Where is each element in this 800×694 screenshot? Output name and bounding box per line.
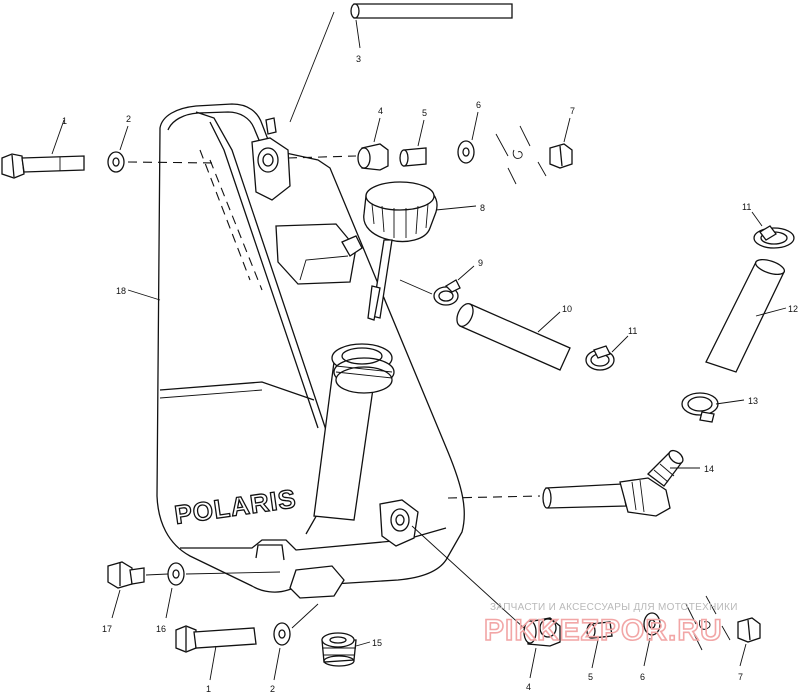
hose-clamp-9: 9 <box>399 258 483 306</box>
grommet-15: 15 <box>321 632 382 667</box>
callout-5-top: 5 <box>422 108 427 118</box>
callout-4-top: 4 <box>378 106 383 116</box>
callout-7-bottom: 7 <box>738 672 743 682</box>
bolt-bottom: 1 <box>175 625 257 694</box>
drain-plug: 17 <box>102 561 145 634</box>
cotter-pin-top <box>495 125 547 185</box>
callout-11-right: 11 <box>742 202 751 212</box>
hose-clamp-13: 13 <box>681 392 758 423</box>
oil-tank <box>156 103 465 599</box>
filler-neck <box>313 343 395 521</box>
watermark-tagline: ЗАПЧАСТИ И АКСЕССУАРЫ ДЛЯ МОТОТЕХНИКИ <box>490 602 738 613</box>
callout-4-bottom: 4 <box>526 682 531 692</box>
washer-bottom-left: 2 <box>270 603 319 694</box>
callout-6-top: 6 <box>476 100 481 110</box>
vent-hose-top: 3 <box>289 3 513 123</box>
bolt-top: 1 <box>1 116 85 179</box>
hose-clamp-11-right: 11 <box>742 202 795 249</box>
nut-top: 7 <box>549 106 575 169</box>
callout-1-bottom: 1 <box>206 684 211 694</box>
callout-13: 13 <box>748 396 758 406</box>
washer-top-left: 2 <box>107 114 219 173</box>
callout-12: 12 <box>788 304 798 314</box>
callout-17: 17 <box>102 624 112 634</box>
callout-10: 10 <box>562 304 572 314</box>
washer-bottom-right: 6 <box>640 612 661 682</box>
callout-11-mid: 11 <box>628 326 637 336</box>
callout-9: 9 <box>478 258 483 268</box>
callout-15: 15 <box>372 638 382 648</box>
callout-14: 14 <box>704 464 714 474</box>
watermark-logo: PIKKEZPOR.RU <box>484 614 723 647</box>
sleeve-top: 5 <box>399 108 427 167</box>
hose-12: 12 <box>705 258 798 373</box>
callout-7-top: 7 <box>570 106 575 116</box>
callout-8: 8 <box>480 203 485 213</box>
grommet-top: 4 <box>357 106 389 171</box>
callout-16: 16 <box>156 624 166 634</box>
callout-1-top: 1 <box>62 116 67 126</box>
callout-2-bottom: 2 <box>270 684 275 694</box>
callout-5-bottom: 5 <box>588 672 593 682</box>
washer-top-right: 6 <box>457 100 481 164</box>
hose-clamp-11-mid: 11 <box>585 326 637 371</box>
elbow-fitting-14: 14 <box>447 449 714 517</box>
nut-bottom: 7 <box>737 617 761 682</box>
filler-cap-dipstick: 8 <box>363 181 485 321</box>
callout-6-bottom: 6 <box>640 672 645 682</box>
callout-2-top: 2 <box>126 114 131 124</box>
callout-18: 18 <box>116 286 126 296</box>
cotter-pin-bottom <box>685 595 731 651</box>
hose-10: 10 <box>456 303 572 371</box>
callout-3: 3 <box>356 54 361 64</box>
washer-drain: 16 <box>145 562 281 634</box>
grommet-bottom: 4 <box>523 617 561 692</box>
sleeve-bottom: 5 <box>586 621 613 682</box>
